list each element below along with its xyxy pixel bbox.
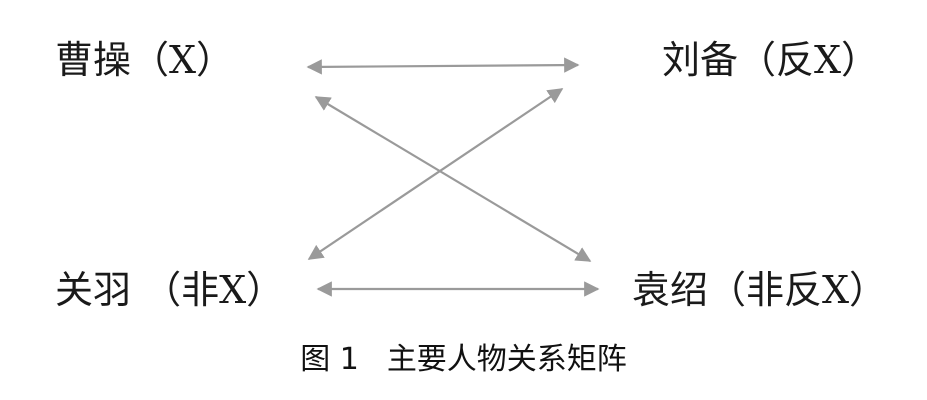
node-yuanshao: 袁绍（非反X） xyxy=(632,268,888,312)
node-caocao: 曹操（X） xyxy=(55,38,235,82)
arrow-liubei-guanyu xyxy=(307,88,564,260)
node-liubei: 刘备（反X） xyxy=(662,38,880,82)
arrow-caocao-yuanshao xyxy=(314,96,592,262)
node-guanyu: 关羽 （非X） xyxy=(55,268,285,312)
figure-number: 图 1 xyxy=(300,342,359,377)
figure-caption: 图 1 主要人物关系矩阵 xyxy=(0,340,927,380)
arrow-caocao-liubei xyxy=(306,57,580,75)
figure-title: 主要人物关系矩阵 xyxy=(386,342,627,377)
